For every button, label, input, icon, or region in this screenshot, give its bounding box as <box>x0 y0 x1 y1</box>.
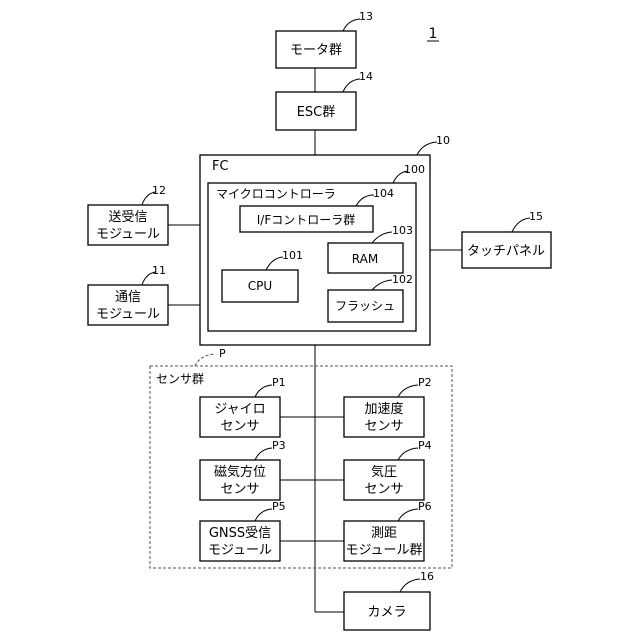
if-controller-group-ref: 104 <box>373 187 394 200</box>
motor-group-ref: 13 <box>359 10 373 23</box>
gyro-sensor-node: ジャイロ センサ P1 <box>200 376 286 437</box>
touch-panel-label: タッチパネル <box>467 244 545 259</box>
esc-group-ref: 14 <box>359 70 373 83</box>
flash-ref: 102 <box>392 273 413 286</box>
ram-label: RAM <box>352 252 378 266</box>
touch-panel-node: タッチパネル 15 <box>462 210 551 268</box>
sensor-group-label: センサ群 <box>156 372 204 386</box>
touch-panel-ref: 15 <box>529 210 543 223</box>
accel-sensor-label-line1: 加速度 <box>364 401 403 417</box>
cpu-ref: 101 <box>282 249 303 262</box>
if-controller-group-label: I/Fコントローラ群 <box>257 213 356 227</box>
gyro-sensor-label-line2: センサ <box>220 419 259 434</box>
camera-node: カメラ 16 <box>344 570 434 630</box>
transceiver-module-label-line2: モジュール <box>96 227 160 242</box>
gyro-sensor-ref: P1 <box>272 376 286 389</box>
ranging-module-group-label-line1: 測距 <box>371 526 397 541</box>
transceiver-module-ref: 12 <box>152 184 166 197</box>
pressure-sensor-label-line2: センサ <box>364 482 403 497</box>
accel-sensor-ref: P2 <box>418 376 432 389</box>
ranging-module-group-ref: P6 <box>418 500 432 513</box>
motor-group-label: モータ群 <box>290 43 342 58</box>
comm-module-node: 通信 モジュール 11 <box>88 264 168 325</box>
ranging-module-group-node: 測距 モジュール群 P6 <box>344 500 432 561</box>
flash-label: フラッシュ <box>335 299 395 313</box>
pressure-sensor-node: 気圧 センサ P4 <box>344 439 432 500</box>
esc-group-node: ESC群 14 <box>276 70 373 130</box>
camera-ref: 16 <box>420 570 434 583</box>
gnss-module-node: GNSS受信 モジュール P5 <box>200 500 286 561</box>
comm-module-label-line2: モジュール <box>96 307 160 322</box>
microcontroller-label: マイクロコントローラ <box>216 187 336 201</box>
gnss-module-label-line1: GNSS受信 <box>209 526 271 541</box>
comm-module-ref: 11 <box>152 264 166 277</box>
ranging-module-group-label-line2: モジュール群 <box>345 543 422 558</box>
accel-sensor-label-line2: センサ <box>364 419 403 434</box>
fc-label: FC <box>212 159 229 174</box>
microcontroller-ref: 100 <box>404 163 425 176</box>
magnetic-sensor-label-line1: 磁気方位 <box>214 464 266 480</box>
magnetic-sensor-node: 磁気方位 センサ P3 <box>200 439 286 500</box>
accel-sensor-node: 加速度 センサ P2 <box>344 376 432 437</box>
pressure-sensor-ref: P4 <box>418 439 432 452</box>
transceiver-module-label-line1: 送受信 <box>108 210 147 225</box>
gyro-sensor-label-line1: ジャイロ <box>214 402 265 417</box>
cpu-label: CPU <box>248 279 272 293</box>
pressure-sensor-label-line1: 気圧 <box>371 464 397 480</box>
gnss-module-label-line2: モジュール <box>208 543 272 558</box>
ram-ref: 103 <box>392 224 413 237</box>
esc-group-label: ESC群 <box>297 105 336 120</box>
comm-module-label-line1: 通信 <box>115 290 141 305</box>
fc-ref: 10 <box>436 134 450 147</box>
motor-group-node: モータ群 13 <box>276 10 373 68</box>
camera-label: カメラ <box>367 605 406 620</box>
gnss-module-ref: P5 <box>272 500 286 513</box>
magnetic-sensor-label-line2: センサ <box>220 482 259 497</box>
figure-number: 1 <box>429 26 438 42</box>
transceiver-module-node: 送受信 モジュール 12 <box>88 184 168 245</box>
magnetic-sensor-ref: P3 <box>272 439 286 452</box>
sensor-group-ref: P <box>219 347 226 360</box>
